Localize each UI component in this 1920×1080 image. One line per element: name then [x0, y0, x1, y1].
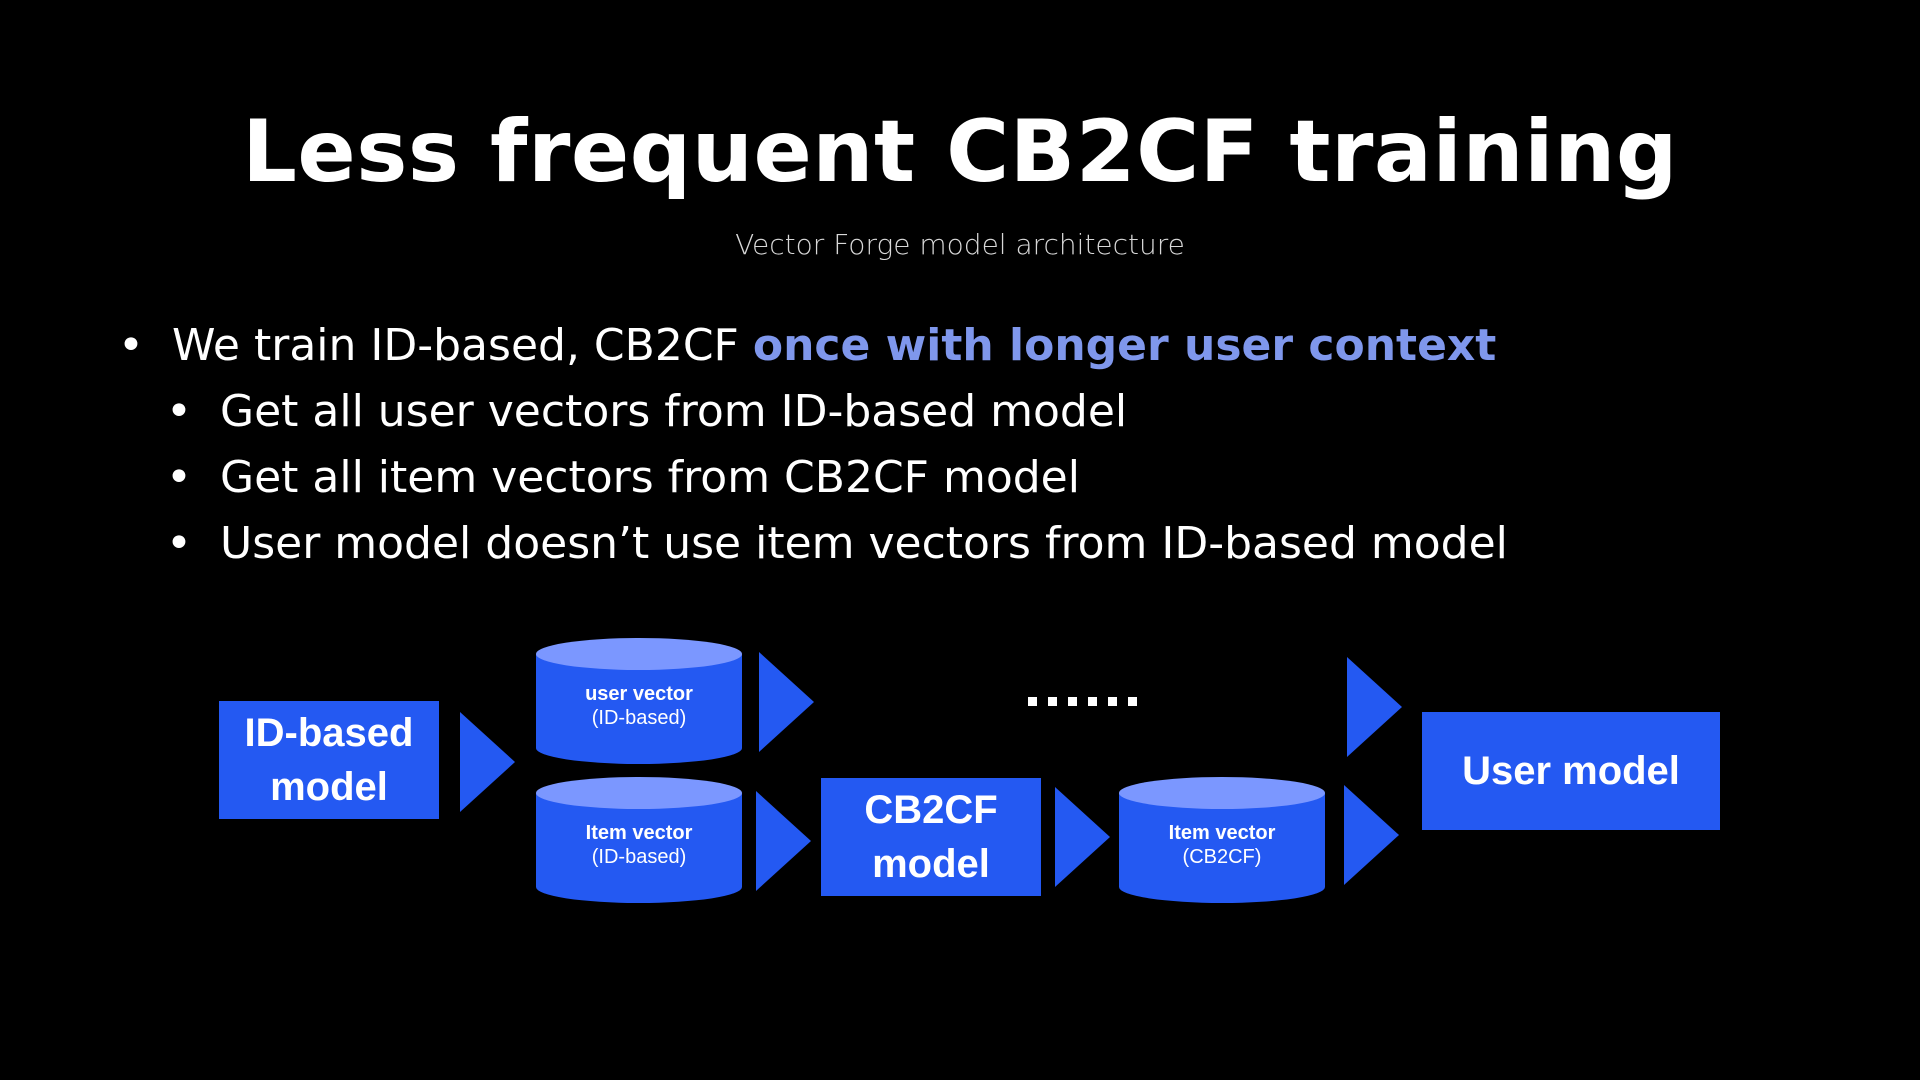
bullet-sub-3-text: User model doesn’t use item vectors from… [220, 518, 1508, 569]
user-model-label: User model [1462, 748, 1680, 793]
bullet-main-text: We train ID-based, CB2CF [172, 320, 753, 371]
id-based-model-line1: ID-based [244, 711, 414, 755]
item-vector-cb2cf-line2: (CB2CF) [1182, 846, 1262, 868]
item-vector-cb2cf-cylinder: Item vector (CB2CF) [1119, 777, 1325, 903]
cb2cf-model-box: CB2CF model [821, 778, 1041, 896]
bullet-main-highlight: once with longer user context [752, 320, 1497, 371]
item-vector-id-cylinder: Item vector (ID-based) [536, 777, 742, 903]
cb2cf-model-line1: CB2CF [864, 788, 998, 832]
slide-subtitle: Vector Forge model architecture [735, 228, 1185, 261]
triangle-right-icon [1347, 657, 1402, 757]
user-vector-line1: user vector [585, 683, 693, 705]
bullet-main: • We train ID-based, CB2CF once with lon… [118, 318, 1497, 374]
item-vector-id-line1: Item vector [585, 822, 693, 844]
triangle-right-icon [759, 652, 814, 752]
bullet-sub-2: • Get all item vectors from CB2CF model [166, 450, 1080, 506]
bullet-sub-2-text: Get all item vectors from CB2CF model [220, 452, 1080, 503]
bullet-sub-1: • Get all user vectors from ID-based mod… [166, 384, 1128, 440]
bullet-sub-1-text: Get all user vectors from ID-based model [220, 386, 1128, 437]
user-vector-id-cylinder: user vector (ID-based) [536, 638, 742, 764]
bullet-sub-3: • User model doesn’t use item vectors fr… [166, 516, 1508, 572]
bullet-icon: • [166, 452, 192, 503]
user-model-box: User model [1422, 712, 1720, 830]
triangle-right-icon [1055, 787, 1110, 887]
bullet-icon: • [166, 518, 192, 569]
triangle-right-icon [756, 791, 811, 891]
ellipsis-dots [1028, 697, 1137, 706]
triangle-right-icon [460, 712, 515, 812]
item-vector-cb2cf-line1: Item vector [1168, 822, 1276, 844]
triangle-right-icon [1344, 785, 1399, 885]
id-based-model-box: ID-based model [219, 701, 439, 819]
slide-title: Less frequent CB2CF training [242, 102, 1678, 202]
user-vector-line2: (ID-based) [591, 707, 687, 729]
cb2cf-model-line2: model [872, 842, 990, 886]
id-based-model-line2: model [270, 765, 388, 809]
bullet-icon: • [118, 320, 144, 371]
item-vector-id-line2: (ID-based) [591, 846, 687, 868]
bullet-icon: • [166, 386, 192, 437]
